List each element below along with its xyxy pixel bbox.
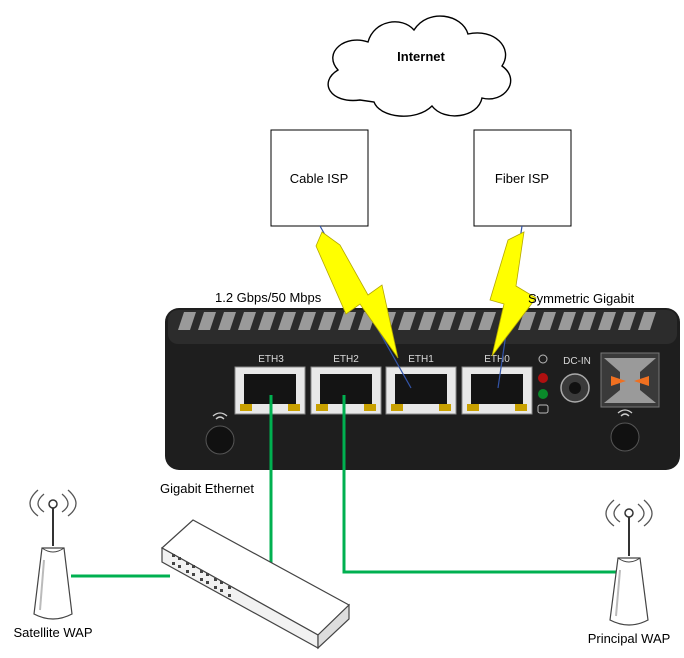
port-eth0: ETH0 (461, 354, 533, 415)
status-leds (537, 354, 549, 414)
port-label-eth0: ETH0 (484, 354, 510, 365)
fiber-isp-box: Fiber ISP (473, 129, 572, 227)
gigabit-ethernet-label: Gigabit Ethernet (160, 481, 254, 496)
satellite-wap-label: Satellite WAP (14, 625, 93, 640)
port-label-eth3: ETH3 (258, 354, 284, 365)
fiber-isp-label: Fiber ISP (495, 171, 549, 186)
antenna-port-right (610, 409, 640, 452)
ethernet-cables (71, 395, 620, 578)
internet-label: Internet (397, 49, 445, 64)
network-switch (160, 519, 351, 650)
cable-isp-box: Cable ISP (270, 129, 369, 227)
power-jack (560, 373, 590, 403)
port-eth1: ETH1 (385, 354, 457, 415)
satellite-wap (29, 489, 77, 620)
cable-speed-label: 1.2 Gbps/50 Mbps (215, 290, 322, 305)
fiber-speed-label: Symmetric Gigabit (528, 291, 635, 306)
cable-isp-link (315, 225, 412, 389)
port-label-eth1: ETH1 (408, 354, 434, 365)
eth2-to-principal-wap-cable (342, 395, 620, 574)
internet-cloud: Internet (327, 15, 512, 117)
antenna-port-left (205, 412, 235, 455)
principal-wap-label: Principal WAP (588, 631, 671, 646)
principal-wap (605, 499, 653, 626)
router: ETH3 ETH2 ETH1 ETH0 (165, 308, 680, 470)
fiber-isp-link (489, 225, 537, 389)
port-label-eth2: ETH2 (333, 354, 359, 365)
dc-in-label: DC-IN (563, 356, 591, 367)
port-eth2: ETH2 (310, 354, 382, 415)
cable-isp-label: Cable ISP (290, 171, 349, 186)
brand-logo (600, 352, 660, 408)
